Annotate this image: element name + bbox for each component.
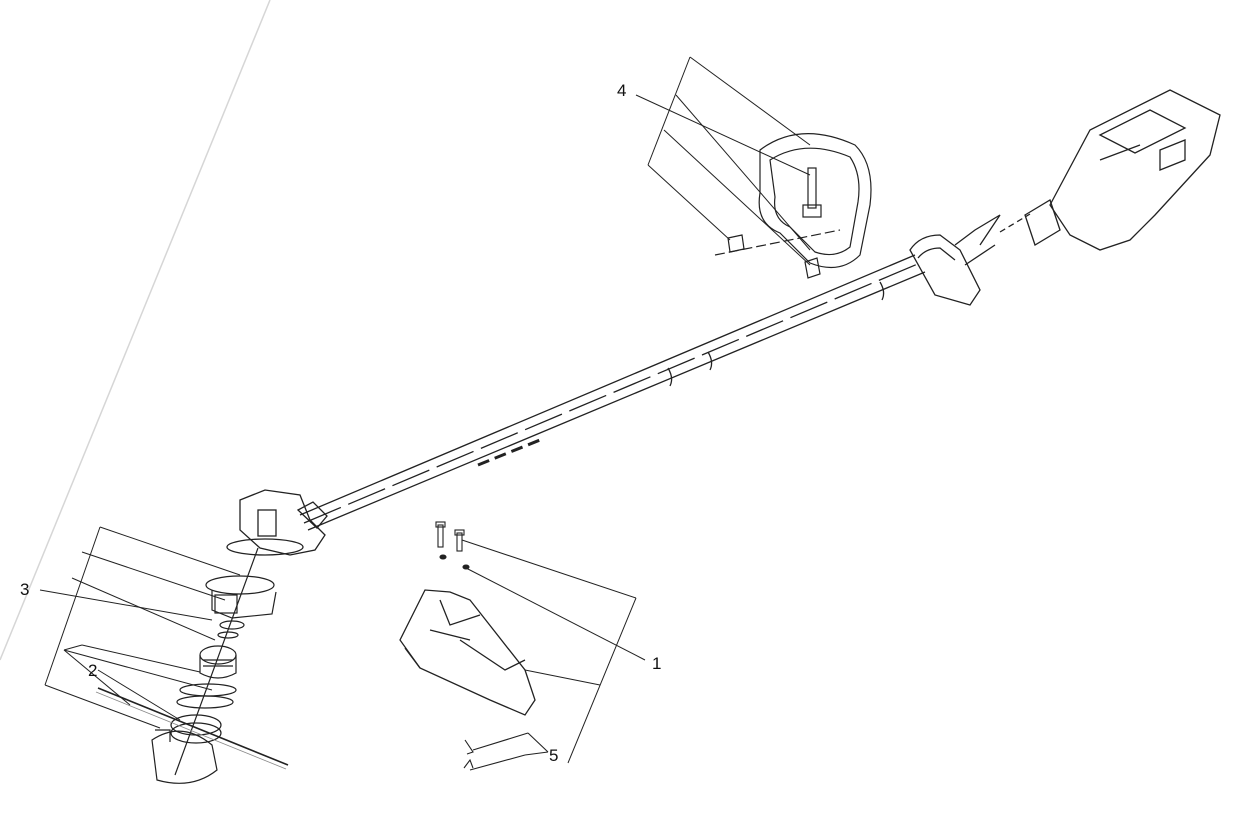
guard-screws <box>435 521 470 570</box>
motor-head-housing <box>226 489 328 556</box>
trimmer-head-parts <box>95 547 289 784</box>
left-callout-brackets <box>39 526 241 729</box>
callout-label-3: 3 <box>20 580 30 599</box>
callout-label-5: 5 <box>549 746 559 765</box>
background-guide-line <box>0 0 271 661</box>
guard-blade-parts <box>463 732 549 771</box>
callout-1-lines <box>461 539 646 764</box>
rear-handle-housing <box>909 89 1221 306</box>
trimmer-shaft <box>299 254 926 531</box>
callout-label-1: 1 <box>652 654 662 673</box>
callout-4-lines <box>635 56 811 266</box>
callout-label-4: 4 <box>617 81 627 100</box>
callout-label-2: 2 <box>88 661 98 680</box>
assist-handle <box>714 133 872 279</box>
grass-guard <box>399 589 536 716</box>
